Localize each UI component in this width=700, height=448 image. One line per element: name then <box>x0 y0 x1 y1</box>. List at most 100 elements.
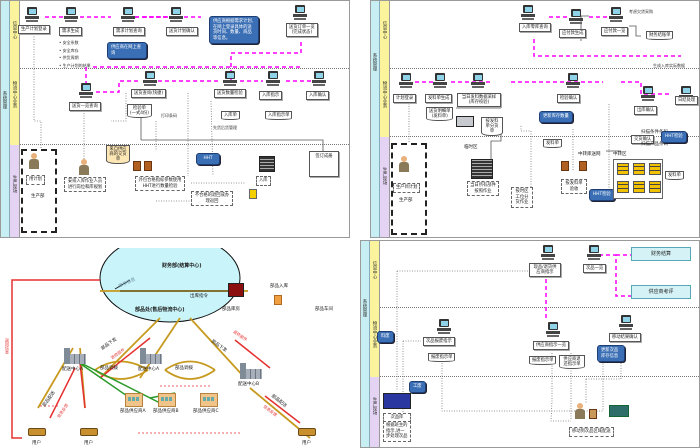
goods-icon <box>144 161 152 171</box>
prod-dept-label: 生产部 <box>31 194 45 199</box>
node-inbound-query[interactable]: 入库零库查询 <box>519 23 551 32</box>
flow-down-label: 部品下发 <box>100 337 119 352</box>
hht-callout: HHT <box>196 153 220 165</box>
supplier-icon <box>200 393 218 407</box>
lane-info-center: 信息中心 <box>370 241 380 307</box>
node-supplier-instruct-list[interactable]: 供应商指示一览 <box>533 341 570 350</box>
area3-label: 中转区 <box>613 152 627 157</box>
node-outbound-confirm[interactable]: 出库确认 <box>634 106 658 115</box>
node-prod-plan-login[interactable]: 生产计划登录 <box>18 25 50 34</box>
node-delivery-order-list[interactable]: 送货订单一览 (完成状态) <box>286 23 318 37</box>
scan-label-1: 扫描条件条码 <box>641 130 668 135</box>
callout-update-stock: 更新库存数量 <box>539 111 573 123</box>
customer-label: 用户 <box>84 441 93 446</box>
flow-arrow <box>533 39 681 57</box>
computer-icon <box>266 71 280 87</box>
distribution-center-icon <box>238 363 262 379</box>
lane-label: 生产现场 <box>12 175 17 193</box>
center-label: 配送中心A <box>138 367 160 372</box>
gen-note: 生成入库实际数据 <box>653 63 685 68</box>
panel-inbound-process: 系统管理 信息中心 物流中心业务 生产现场 <box>0 0 350 238</box>
node-move-result-confirm[interactable]: 移动结果确认 <box>609 333 641 342</box>
lane-site: 生产现场 <box>380 137 390 237</box>
node-daily-close[interactable]: 日结处理 <box>675 96 699 105</box>
computer-icon <box>569 9 583 25</box>
workshop-label: 部品车间 <box>315 307 333 312</box>
warehouse-label: 部品库房 <box>222 307 240 312</box>
computer-icon <box>587 245 601 261</box>
node-return-supplier-instruct[interactable]: 现品/退货供应商指示 <box>529 263 561 277</box>
node-defect-list[interactable]: 次品一览 <box>583 264 607 273</box>
lane-system-mgmt: 系统管理 <box>361 241 370 447</box>
verify-note: 按发料单验收 <box>561 179 587 194</box>
computer-icon <box>609 7 623 23</box>
node-defect-scrap-instruct[interactable]: 次品报废指示 <box>423 337 455 346</box>
node-payable-gen[interactable]: 应付款生成 <box>559 29 587 38</box>
area-label: 临时区 <box>464 145 478 150</box>
supplier-label: 部品供应商C <box>193 409 219 414</box>
lane-label: 信息中心 <box>382 21 387 39</box>
flow-feedback-label: 信息反馈 <box>55 402 70 419</box>
print-barcode-label: 打印条码 <box>161 113 177 118</box>
computer-icon <box>121 7 135 23</box>
node-demand-plan-query[interactable]: 需求计划查询 <box>113 27 145 36</box>
computer-icon <box>471 73 485 89</box>
flow-up-label: 返修部件 <box>232 328 249 343</box>
doc-inbound-instruction: 入库指示单 <box>265 111 293 120</box>
node-demand-gen[interactable]: 需求生成 <box>59 27 83 36</box>
dotted-connector <box>111 93 127 122</box>
pick-note: 按时区工位分货作业 <box>511 187 533 208</box>
callout-work-waste: 工废 <box>409 381 426 393</box>
customer-label: 用户 <box>32 441 41 446</box>
worker-at-computer-icon <box>397 156 411 172</box>
doc-supplier-return: 供应商退还指示单 <box>559 355 585 369</box>
lane-divider <box>20 68 349 69</box>
node-sign-book[interactable]: 签订成册 <box>309 151 339 177</box>
node-plan-login[interactable]: 计划登录 <box>393 94 417 103</box>
doc-finance-settlement: 财务结账单 <box>646 31 674 40</box>
supplier-eval-button[interactable]: 供应商考评 <box>631 285 691 299</box>
callout-update-defect-stock: 更新次品库存信息 <box>597 345 625 362</box>
node-issue-gen[interactable]: 发料单生成 <box>425 94 453 103</box>
callout-supplier-plan: 供应商根据需求计划,在网上登录具体的送货时间、数量、商品等信息。 <box>209 16 259 44</box>
shelf-icon <box>649 163 661 175</box>
flow-deliver-label: 部品配送 <box>42 390 57 409</box>
node-inbound-instruction[interactable]: 入库指示 <box>259 91 283 100</box>
flow-down-label: 部品下发 <box>209 339 228 354</box>
node-daily-sampling[interactable]: 当日发料数据采样(库存校验) <box>457 93 501 107</box>
transfer-curve <box>164 369 216 380</box>
node-delivery-confirm[interactable]: 交货确认 <box>631 135 655 144</box>
computer-icon <box>79 83 93 99</box>
prod-plan-box: 生产目计划 <box>393 183 421 193</box>
callout-material-waste: 料废 <box>377 331 394 343</box>
callout-hht-check: HHT检验 <box>589 189 615 201</box>
prod-plan-box: 用计划 <box>26 175 45 185</box>
callout-hht-check-2: HHT检验 <box>661 131 687 143</box>
node-payable-list[interactable]: 应付款一览 <box>601 27 629 36</box>
computer-icon <box>521 5 535 21</box>
doc-scrap-instruct: 报废指示单 <box>428 353 456 362</box>
lane-label: 信息中心 <box>372 261 377 279</box>
node-qty-inspection[interactable]: 送货数量检验 <box>214 89 246 98</box>
panel-distribution-network: 财务部(结算中心) 库存信息 部品处(售后物流中心) 出库指令 部品库房 部品入… <box>0 248 350 448</box>
area2-label: 中转库送网 <box>578 152 601 157</box>
sort-note: 当日所有部件按照作业 <box>467 181 499 196</box>
node-delivery-list-query[interactable]: 送货一览查询 <box>69 102 101 111</box>
node-delivery-plan-confirm[interactable]: 送货计划确认 <box>166 27 198 36</box>
computer-icon <box>312 71 326 87</box>
lane-divider <box>20 144 349 145</box>
worker-note: 安排入库作业人员进行岗位和库规划 <box>64 177 106 192</box>
distribution-center-icon <box>62 348 86 364</box>
computer-icon <box>546 322 560 338</box>
node-inbound-confirm[interactable]: 入库确认 <box>306 91 330 100</box>
truck-icon <box>609 405 629 417</box>
lane-label: 物流中心业务 <box>382 81 387 108</box>
worker-icon <box>77 159 91 175</box>
lane-label: 系统管理 <box>372 53 377 71</box>
customer-icon <box>80 428 98 436</box>
defect-warehouse-icon <box>383 393 411 409</box>
node-delivery-query-quick[interactable]: 送货查询(快捷) <box>131 89 167 98</box>
finance-settlement-button[interactable]: 财务结算 <box>631 247 691 261</box>
node-inspect-confirm[interactable]: 检验确认 <box>557 94 581 103</box>
flow-deliver-label: 部品配送 <box>270 393 288 409</box>
